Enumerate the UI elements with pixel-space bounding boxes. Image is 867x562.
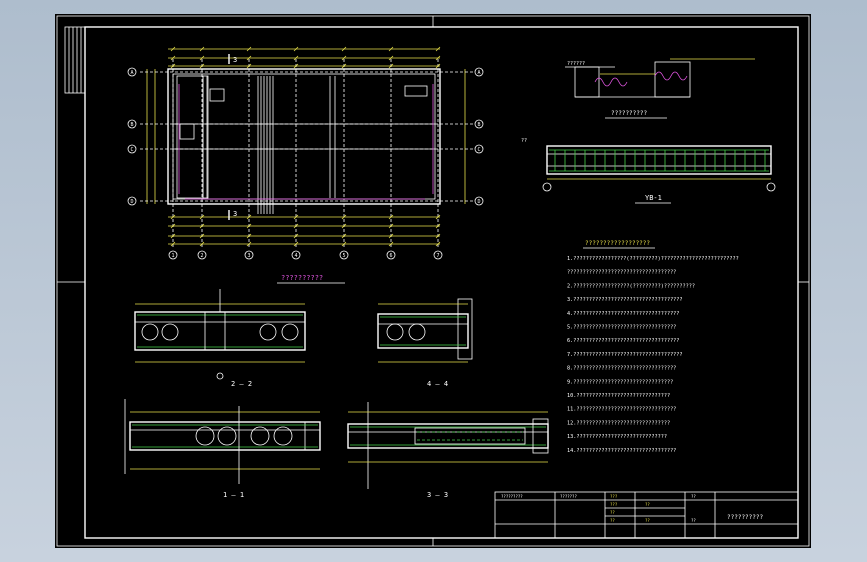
note-line: 14.???????????????????????????????? [567, 448, 676, 454]
drawing-name: ?????????? [727, 514, 764, 521]
binding-strip [64, 26, 86, 94]
note-line: 12.?????????????????????????????? [567, 420, 670, 426]
tb-cell-3: ??? [610, 502, 618, 507]
svg-text:D: D [130, 199, 133, 205]
tb-cell-5: ?? [610, 518, 615, 523]
tb-cell-7: ?? [645, 518, 650, 523]
tb-cell-4: ?? [610, 510, 615, 515]
svg-text:3: 3 [247, 253, 250, 259]
note-line: 4.?????????????????????????????????? [567, 311, 679, 317]
svg-text:A: A [130, 70, 133, 76]
axis-bubble-A-L: A [127, 67, 137, 77]
plan-caption: ?????????? [281, 274, 323, 282]
axis-bubbles-x: 1 2 3 4 5 6 7 [168, 250, 443, 260]
beam-elevation: ?? YB-1 [521, 138, 776, 204]
note-line: 11.???????????????????????????????? [567, 407, 676, 413]
axis-bubbles-y: A A B B C C D D [127, 67, 484, 206]
note-line: 5.????????????????????????????????? [567, 325, 676, 331]
beam-axis-left [542, 182, 552, 192]
small-plan-left-label: ?????? [567, 61, 585, 67]
tb-cell-6: ?? [645, 502, 650, 507]
svg-text:5: 5 [342, 253, 345, 259]
svg-text:B: B [477, 122, 480, 128]
note-line: 8.????????????????????????????????? [567, 366, 676, 372]
notes-block: ?????????????????? 1.?????????????????(?… [567, 240, 739, 454]
axis-bubble-D-L: D [127, 196, 137, 206]
foundation-plan: 3 3 1 2 3 4 5 6 7 A A B B C C D D ?????????? [127, 46, 484, 284]
axis-bubble-B-R: B [474, 119, 484, 129]
note-line: 13.????????????????????????????? [567, 434, 667, 440]
svg-text:2: 2 [200, 253, 203, 259]
svg-text:C: C [477, 147, 480, 153]
inner-frame [84, 26, 799, 539]
section-4-4: 4 — 4 [377, 298, 473, 388]
section-mark-bottom: 3 [233, 210, 237, 218]
svg-text:C: C [130, 147, 133, 153]
beam-label: YB-1 [645, 194, 662, 202]
beam-stirrups [554, 150, 766, 171]
small-plan-caption: ?????????? [611, 110, 648, 117]
note-line: 9.???????????????????????????????? [567, 379, 673, 385]
axis-bubble-4: 4 [291, 250, 301, 260]
axis-bubble-3: 3 [244, 250, 254, 260]
svg-text:1: 1 [171, 253, 174, 259]
axis-bubble-1: 1 [168, 250, 178, 260]
svg-text:B: B [130, 122, 133, 128]
notes-title: ?????????????????? [585, 240, 650, 247]
note-line: 1.?????????????????(?????????)??????????… [567, 256, 739, 262]
dimension-ticks [170, 46, 441, 247]
channel-lines [257, 76, 274, 214]
note-line: 7.??????????????????????????????????? [567, 352, 683, 358]
beam-axis-right [766, 182, 776, 192]
axis-bubble-D-R: D [474, 196, 484, 206]
note-line: 6.?????????????????????????????????? [567, 338, 679, 344]
axis-bubble-7: 7 [433, 250, 443, 260]
section-3-3: 3 — 3 [347, 402, 549, 499]
axis-bubble-5: 5 [339, 250, 349, 260]
notes-list: 1.?????????????????(?????????)??????????… [567, 256, 739, 454]
beam-left-label: ?? [521, 138, 527, 144]
svg-text:A: A [477, 70, 480, 76]
tb-cell-9: ?? [691, 518, 696, 523]
svg-text:4: 4 [294, 253, 297, 259]
note-line: 10.?????????????????????????????? [567, 393, 670, 399]
section-4-4-label: 4 — 4 [427, 380, 448, 388]
section-2-2-label: 2 — 2 [231, 380, 252, 388]
axis-bubble-2: 2 [197, 250, 207, 260]
axis-bubble-C-R: C [474, 144, 484, 154]
tb-cell-2: ??? [610, 494, 618, 499]
axis-bubble-C-L: C [127, 144, 137, 154]
section-mark-top: 3 [233, 56, 237, 64]
note-line: ??????????????????????????????????? [567, 270, 676, 276]
svg-text:D: D [477, 199, 480, 205]
tb-cell-0: ????????? [501, 494, 523, 499]
tb-cell-8: ?? [691, 494, 696, 499]
note-line: 3.??????????????????????????????????? [567, 297, 683, 303]
axis-bubble-A-R: A [474, 67, 484, 77]
section-3-3-label: 3 — 3 [427, 491, 448, 499]
note-line: 2.??????????????????(?????????)?????????… [567, 283, 695, 289]
frame-ticks [57, 16, 809, 546]
axis-bubble-B-L: B [127, 119, 137, 129]
title-block: ?????????? ????????? ??????? ??? ??? ?? … [494, 491, 799, 539]
section-2-2: 2 — 2 [134, 289, 306, 388]
section-1-1-label: 1 — 1 [223, 491, 244, 499]
svg-text:7: 7 [436, 253, 439, 259]
small-plan: ?????? ?????????? [565, 58, 755, 119]
drawing-canvas: 3 3 1 2 3 4 5 6 7 A A B B C C D D ?????????? [56, 15, 810, 547]
axis-bubble-6: 6 [386, 250, 396, 260]
drawing-sheet: 3 3 1 2 3 4 5 6 7 A A B B C C D D ?????????? [55, 14, 811, 548]
svg-text:6: 6 [389, 253, 392, 259]
tb-cell-1: ??????? [560, 494, 577, 499]
section-1-1: 1 — 1 [124, 399, 321, 499]
